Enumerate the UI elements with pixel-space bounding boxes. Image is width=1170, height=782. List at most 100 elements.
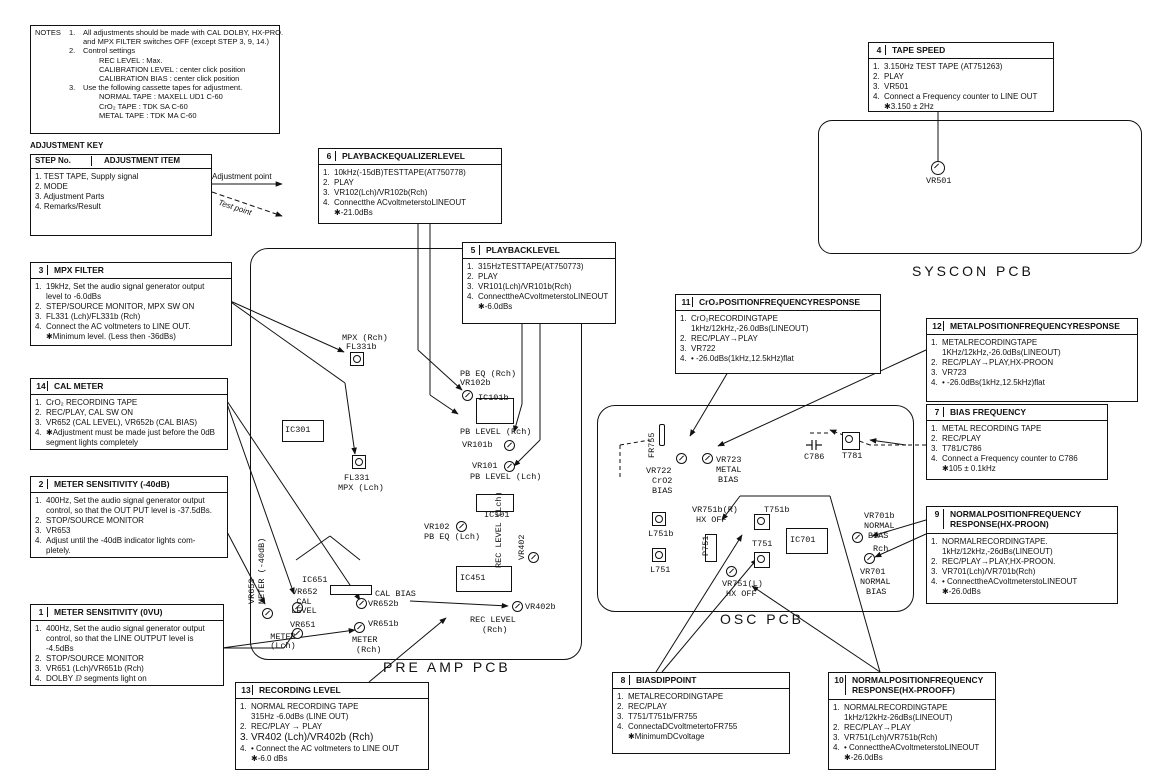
vr651b-potentiometer[interactable]	[354, 622, 365, 633]
step-title: MPX FILTER	[54, 265, 104, 275]
vr101-label: VR101	[472, 461, 498, 471]
t781-transformer[interactable]	[842, 432, 860, 450]
step-line-4: ConnectaDCvoltmetertoFR755	[628, 722, 738, 731]
t751b-transformer[interactable]	[754, 514, 770, 530]
vr652b-label: VR652b	[368, 599, 399, 609]
vr402b-potentiometer[interactable]	[512, 601, 523, 612]
step-line-4: • ConnecttheACvoltmeterstoLINEOUT	[844, 743, 980, 752]
vr102b-potentiometer[interactable]	[462, 390, 473, 401]
step-line-4-cont: pletely.	[46, 546, 71, 555]
vr652-label: VR652	[292, 587, 318, 597]
step-line-4: ConnecttheACvoltmeterstoLINEOUT	[478, 292, 609, 301]
l751-coil[interactable]	[652, 548, 666, 562]
vr102b-label: VR102b	[460, 378, 491, 388]
vr102-potentiometer[interactable]	[456, 521, 467, 532]
syscon-pcb-outline	[818, 120, 1142, 254]
step-line-3: VR102(Lch)/VR102b(Rch)	[334, 188, 428, 197]
step-line-2: PLAY	[478, 272, 498, 281]
pb-eq-rch-label: PB EQ (Rch)	[460, 369, 517, 379]
step-line-1: 3.150Hz TEST TAPE (AT751263)	[884, 62, 1003, 71]
step-line-3: T751/T751b/FR755	[628, 712, 698, 721]
normal-bias-label-2: BIAS	[866, 587, 887, 597]
step-title: PLAYBACKLEVEL	[486, 245, 560, 255]
vr501-potentiometer[interactable]	[931, 161, 945, 175]
step-line-2: REC/PLAY	[942, 434, 981, 443]
step-line-4: Connect a Frequency counter to C786	[942, 454, 1078, 463]
t751-transformer[interactable]	[754, 552, 770, 568]
step-line-3: VR751(Lch)/VR751b(Rch)	[844, 733, 938, 742]
step-line-1: CrO₂ RECORDING TAPE	[46, 398, 138, 407]
step-line-1-cont: control, so that the OUT PUT level is -3…	[46, 506, 212, 515]
step-line-3: VR723	[942, 368, 967, 377]
vr701-potentiometer[interactable]	[864, 553, 875, 564]
c786-label: C786	[804, 452, 825, 462]
step-number: 10	[833, 675, 846, 695]
ic701-label: IC701	[790, 535, 816, 545]
l751-label: L751	[650, 565, 671, 575]
step-number: 12	[931, 321, 944, 331]
step-number: 5	[467, 245, 480, 255]
step-line-2: REC/PLAY → PLAY	[251, 722, 323, 731]
vr751b-label: VR751b(R)	[692, 505, 738, 515]
step-line-3: VR402 (Lch)/VR402b (Rch)	[251, 732, 374, 743]
key-line-1: 1. TEST TAPE, Supply signal	[35, 172, 139, 181]
l751b-coil[interactable]	[652, 512, 666, 526]
fl331-label: FL331	[344, 473, 370, 483]
step-result: ✱-21.0dBs	[334, 208, 373, 217]
rec-level-rch-sub-label: (Rch)	[482, 625, 508, 635]
step-line-2: PLAY	[884, 72, 904, 81]
step-result: ✱105 ± 0.1kHz	[942, 464, 996, 473]
step-result: ✱3.150 ± 2Hz	[884, 102, 934, 111]
ic451-label: IC451	[460, 573, 486, 583]
ic101-label: IC101	[484, 510, 510, 520]
mpx-lch-label: MPX (Lch)	[338, 483, 384, 493]
vr652b-potentiometer[interactable]	[356, 598, 367, 609]
step-title: CrO₂POSITIONFREQUENCYRESPONSE	[699, 297, 861, 307]
adjustment-key-title: ADJUSTMENT KEY	[30, 141, 104, 150]
vr652-potentiometer[interactable]	[292, 602, 303, 613]
vr653-potentiometer[interactable]	[262, 608, 273, 619]
vr101-potentiometer[interactable]	[504, 461, 515, 472]
step-line-4: • -26.0dBs(1kHz,12.5kHz)flat	[942, 378, 1045, 387]
ic701-chip	[786, 528, 828, 554]
vr101b-potentiometer[interactable]	[504, 440, 515, 451]
adjustment-key-box: STEP No.ADJUSTMENT ITEM 1. TEST TAPE, Su…	[30, 154, 212, 236]
cal-bias-label: CAL BIAS	[375, 589, 416, 599]
step-line-1: METALRECORDINGTAPE	[628, 692, 724, 701]
fr755-label: FR755	[647, 432, 657, 458]
step-result: ✱-26.0dBs	[844, 753, 883, 762]
step-number: 9	[931, 509, 944, 529]
notes-label: NOTES	[35, 28, 61, 37]
cal-label: CAL LEVEL	[291, 597, 317, 616]
note-2-cal-bias: CALIBRATION BIAS : center click position	[99, 74, 240, 84]
vr751l-potentiometer[interactable]	[726, 566, 737, 577]
step-line-4: Connectthe ACvoltmeterstoLINEOUT	[334, 198, 467, 207]
note-1-number: 1.	[69, 28, 76, 37]
step-line-1: 315HzTESTTAPE(AT750773)	[478, 262, 584, 271]
vr701b-potentiometer[interactable]	[852, 532, 863, 543]
normal-bias-label: BIAS	[868, 531, 889, 541]
step-number: 11	[680, 297, 693, 307]
step-line-4-cont: segment lights completely	[46, 438, 139, 447]
ic301-label: IC301	[285, 425, 311, 435]
vr723-potentiometer[interactable]	[702, 453, 713, 464]
meter-lch-label: METER (Lch)	[270, 632, 296, 651]
step-result: ✱MinimumDCvoltage	[628, 732, 705, 741]
fl331-filter[interactable]	[352, 455, 366, 469]
fl331b-filter[interactable]	[350, 352, 364, 366]
step-line-3: T781/C786	[942, 444, 982, 453]
step-line-2: REC/PLAY	[628, 702, 667, 711]
vr722-potentiometer[interactable]	[676, 453, 687, 464]
vr402-potentiometer[interactable]	[528, 552, 539, 563]
vr651-label: VR651	[290, 620, 316, 630]
vr651-potentiometer[interactable]	[292, 628, 303, 639]
